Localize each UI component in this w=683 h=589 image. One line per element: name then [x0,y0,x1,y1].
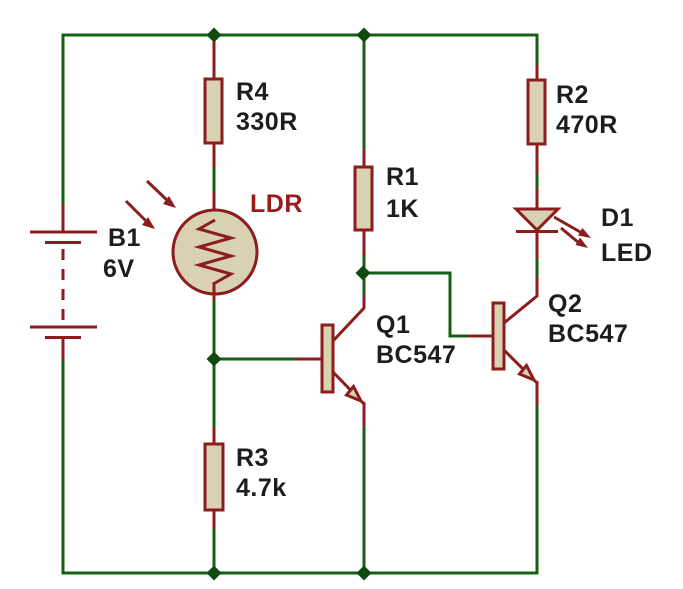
label-r2-value: 470R [556,111,618,139]
ldr-light-arrow-1 [145,179,171,204]
q1-base-bar [320,323,335,394]
label-ldr: LDR [250,190,303,218]
label-q2-part: BC547 [548,320,629,348]
label-b1-ref: B1 [108,224,141,252]
resistor-r4-symbol [203,40,224,167]
r2-body [526,78,547,146]
junction-dot [206,565,222,581]
r4-body [203,77,224,145]
label-r2-ref: R2 [556,81,589,109]
label-r1-ref: R1 [386,163,419,191]
r3-body [203,442,225,512]
label-d1-ref: D1 [601,204,634,232]
label-b1-value: 6V [103,255,135,283]
led-triangle [512,207,562,233]
ldr-light-arrow-1-head [163,196,176,208]
wire-q2-base [363,271,470,338]
q2-emitter-arrow [517,362,538,383]
junction-dots [206,27,372,581]
label-q1-ref: Q1 [376,311,411,339]
battery-symbol [30,204,97,360]
q1-collector [331,296,366,343]
q1-emitter-arrow [344,383,365,404]
q2-collector [503,276,539,325]
led-light-arrow-2-head [575,237,588,248]
ldr-zigzag [193,218,237,285]
ldr-symbol [124,179,259,301]
junction-dot [356,565,372,581]
led-light-arrow-1-head [578,228,591,238]
label-q1-part: BC547 [376,341,457,369]
label-r3-value: 4.7k [236,474,287,502]
r1-body [353,165,374,232]
led-light-arrow-1 [553,215,583,235]
led-light-arrow-2 [560,226,580,245]
junction-dot [356,27,372,43]
transistor-q1-symbol [295,296,366,427]
label-r1-value: 1K [386,195,419,223]
ldr-light-arrow-2-head [142,217,155,229]
label-q2-ref: Q2 [548,290,583,318]
junction-dot [206,27,222,43]
label-r3-ref: R3 [236,444,269,472]
label-r4-ref: R4 [236,78,269,106]
label-d1-type: LED [601,239,653,267]
resistor-r1-symbol [353,149,374,255]
label-r4-value: 330R [236,108,298,136]
resistor-r3-symbol [203,427,225,529]
junction-dot [206,351,222,367]
q2-base-bar [491,301,506,371]
resistor-r2-symbol [526,65,547,174]
ldr-light-arrow-2 [124,199,150,225]
led-d1-symbol [512,188,591,259]
junction-dot [355,265,371,281]
wire-net [61,33,539,575]
transistor-q2-symbol [468,276,539,405]
